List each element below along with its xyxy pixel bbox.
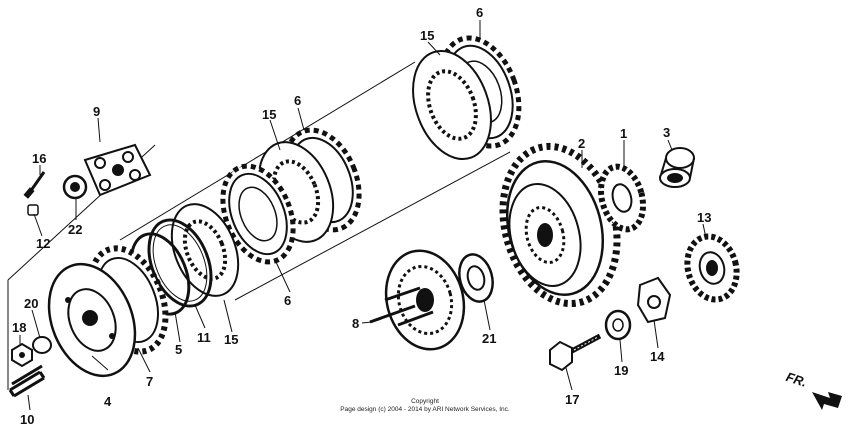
callout-6-top: 6 [476,5,483,20]
washer-19[interactable] [604,309,632,341]
primary-drive-gear-13[interactable] [681,231,744,305]
washer-20[interactable] [32,336,52,354]
thrust-washer-21[interactable] [454,251,497,306]
callout-20: 20 [24,296,38,311]
callout-12: 12 [36,236,50,251]
callout-17: 17 [565,392,579,407]
callout-labels: 1 2 3 4 5 6 6 6 7 8 9 10 11 12 13 14 15 … [12,5,711,427]
callout-22: 22 [68,222,82,237]
clutch-outer-2[interactable] [486,133,634,316]
front-direction-arrow-icon [812,392,842,410]
lifter-plate-9[interactable] [83,143,152,197]
clutch-center-8[interactable] [369,242,475,358]
page-design-credit: Page design (c) 2004 - 2014 by ARI Netwo… [340,406,510,413]
pressure-plate-4[interactable] [33,251,151,389]
nut-18[interactable] [11,342,33,368]
bolt-16[interactable] [23,171,46,199]
callout-2: 2 [578,136,585,151]
friction-disc-15-top[interactable] [399,40,505,170]
callout-7: 7 [146,374,153,389]
collar-3[interactable] [659,147,695,188]
callout-11: 11 [197,330,211,345]
spring-10[interactable] [8,364,46,398]
leader-lines [19,20,707,411]
callout-18: 18 [12,320,26,335]
callout-3: 3 [663,125,670,140]
bolt-17[interactable] [549,333,602,372]
copyright-text: Copyright [411,398,439,405]
lock-washer-14[interactable] [636,276,672,324]
callout-8: 8 [352,316,359,331]
bearing-22[interactable] [62,174,88,200]
callout-4: 4 [104,394,112,409]
callout-15-top: 15 [420,28,434,43]
clutch-plate-6-lower[interactable] [210,156,307,273]
callout-6-lower: 6 [284,293,291,308]
callout-16: 16 [32,151,46,166]
callout-15-middle: 15 [262,107,276,122]
callout-9: 9 [93,104,100,119]
pin-12[interactable] [27,204,39,216]
callout-1: 1 [620,126,627,141]
callout-14: 14 [650,349,665,364]
oil-pump-drive-gear-1[interactable] [594,162,649,234]
callout-5: 5 [175,342,182,357]
callout-13: 13 [697,210,711,225]
callout-10: 10 [20,412,34,427]
callout-19: 19 [614,363,628,378]
callout-6-middle: 6 [294,93,301,108]
callout-15-front: 15 [224,332,238,347]
callout-21: 21 [482,331,496,346]
